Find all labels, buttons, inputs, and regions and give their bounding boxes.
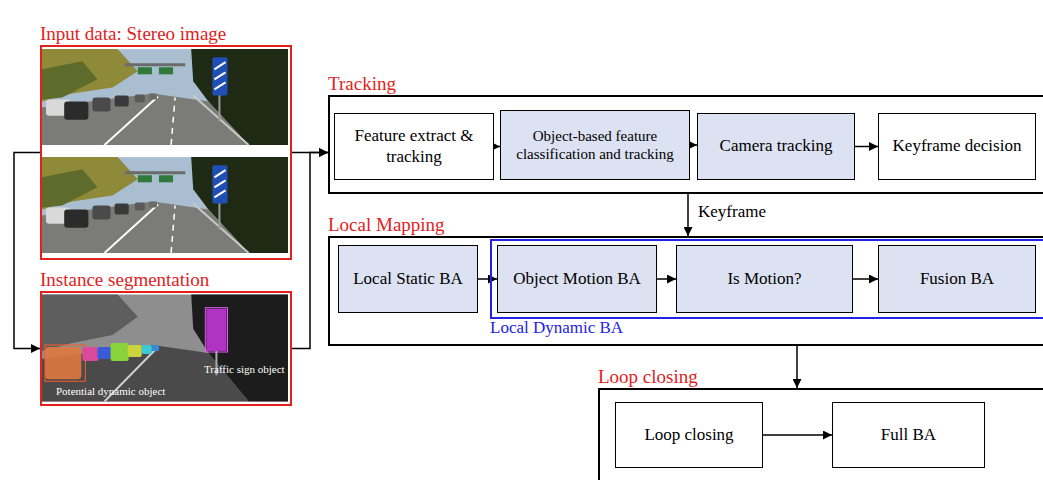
box-label: Object-based feature classification and … [501,127,689,163]
box-label: Is Motion? [723,269,805,289]
box-label: Feature extract & tracking [335,126,493,167]
group-title: Tracking [328,73,396,95]
group-title: Local Dynamic BA [490,318,623,338]
group-title: Instance segmentation [40,269,209,291]
process-box: Is Motion? [676,245,853,313]
box-label: Local Static BA [349,269,467,289]
segmentation-image [42,295,288,402]
process-box: Full BA [832,402,985,468]
group-title: Loop closing [598,366,698,388]
flow-arrow [853,278,878,280]
flow-arrow [796,346,798,388]
box-label: Loop closing [640,425,737,445]
flow-arrow [687,194,689,236]
flow-arrow [763,434,832,436]
stereo-left-image [42,49,288,145]
edge-label: Keyframe [696,202,768,222]
box-label: Fusion BA [916,269,998,289]
process-box: Loop closing [615,402,763,468]
image-annotation: Potential dynamic object [56,385,165,397]
flow-arrow [855,146,878,148]
box-label: Camera tracking [716,136,837,156]
process-box: Local Static BA [338,245,478,313]
group-title: Local Mapping [328,214,445,236]
box-label: Object Motion BA [509,269,645,289]
flow-arrow [14,153,40,349]
stereo-right-image [42,157,288,253]
process-box: Keyframe decision [878,113,1036,180]
subgroup-box: Local Dynamic BAObject Motion BAIs Motio… [490,239,1043,319]
input-panel: Input data: Stereo image [40,45,292,260]
stage-group: Local MappingLocal Static BALocal Dynami… [328,236,1043,346]
stage-group: TrackingFeature extract & trackingObject… [328,95,1043,194]
process-box: Object-based feature classification and … [500,110,690,180]
image-annotation: Traffic sign object [204,363,285,375]
group-title: Input data: Stereo image [40,23,226,45]
flow-arrow [292,153,328,349]
flow-arrow [478,278,497,280]
flow-arrow [690,144,697,146]
box-label: Full BA [877,425,940,445]
process-box: Camera tracking [697,113,855,180]
process-box: Fusion BA [878,245,1036,313]
stage-group: Loop closingLoop closingFull BA [598,388,1043,480]
process-box: Feature extract & tracking [334,113,494,180]
process-box: Object Motion BA [497,245,657,313]
flow-arrow [657,278,676,280]
box-label: Keyframe decision [889,136,1026,156]
